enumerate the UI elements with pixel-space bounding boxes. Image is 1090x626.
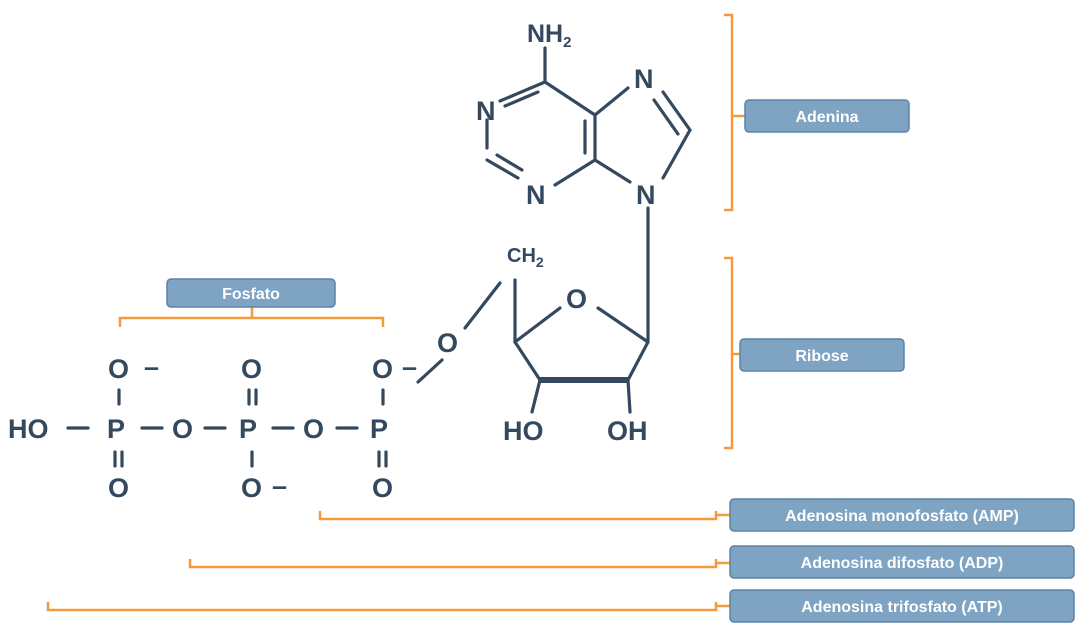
atom-p1: P [107, 414, 125, 444]
bracket-amp [318, 511, 718, 521]
atom-oh-ribose: OH [607, 416, 648, 446]
bond-c5-n7 [593, 86, 630, 117]
bond-c2-n3 [485, 158, 520, 180]
bracket-ribose [724, 256, 734, 450]
label-atp-text: Adenosina trifosfato (ATP) [801, 599, 1002, 616]
label-ribose-text: Ribose [795, 348, 848, 365]
atom-p3: P [370, 414, 388, 444]
bracket-atp [46, 602, 718, 612]
label-fosfato: Fosfato [166, 278, 336, 308]
label-amp-box [729, 498, 1075, 532]
label-adenina: Adenina [744, 99, 910, 133]
label-amp: Adenosina monofosfato (AMP) [729, 498, 1075, 532]
label-adenina-box [744, 99, 910, 133]
bond-c4prime-o [513, 306, 562, 344]
bond-n9-c4 [593, 158, 632, 184]
atom-o-link2: O [303, 414, 324, 444]
label-ribose-box [739, 338, 905, 372]
bond-c3prime-oh [530, 378, 542, 414]
label-ribose: Ribose [739, 338, 905, 372]
bond-c8-n9 [661, 128, 692, 180]
bracket-fosfato [118, 316, 385, 327]
label-adp: Adenosina difosfato (ADP) [729, 545, 1075, 579]
atom-o3-bottom: O [372, 473, 393, 503]
bond-c2-n3-double [495, 153, 524, 172]
label-atp: Adenosina trifosfato (ATP) [729, 589, 1075, 623]
brackets [46, 13, 745, 612]
bond-c2prime-oh [626, 378, 632, 414]
atom-o-link1: O [172, 414, 193, 444]
atom-n7: N [634, 64, 654, 94]
label-atp-box [729, 589, 1075, 623]
bracket-adp [188, 559, 718, 569]
atom-ch2: CH2 [507, 245, 544, 270]
bond-c5-c6 [543, 80, 597, 117]
adenine-group: NH2 N N N N [476, 20, 692, 342]
atom-o1-top: O [108, 354, 129, 384]
atom-o-ring: O [566, 284, 587, 314]
atom-ho-phosphate: HO [8, 414, 49, 444]
atom-n3: N [526, 180, 546, 210]
bond-n7-c8-double [652, 98, 680, 136]
atom-o2-bottom: O [241, 473, 262, 503]
atom-o2-top: O [241, 354, 262, 384]
bond-c6-n1-double [503, 90, 540, 108]
bond-o-c1prime [596, 306, 650, 344]
bond-c1prime-c2prime [626, 340, 650, 382]
bracket-adenina [724, 13, 734, 212]
bond-n3-c4 [553, 158, 597, 187]
ribose-group: CH2 O HO OH O [437, 245, 650, 446]
bond-o3top-obridge [416, 358, 444, 384]
atom-o1-bottom: O [108, 473, 129, 503]
bond-c3prime-c4prime [513, 340, 542, 382]
label-amp-text: Adenosina monofosfato (AMP) [785, 508, 1019, 525]
phosphate-group: O – O O – HO P O P O P O O – O [8, 352, 444, 503]
charge-o2-bottom: – [272, 471, 287, 501]
charge-o1-top: – [144, 352, 159, 382]
label-adp-text: Adenosina difosfato (ADP) [801, 555, 1004, 572]
atom-o3-top: O [372, 354, 393, 384]
atom-ho-ribose: HO [503, 416, 544, 446]
label-adp-box [729, 545, 1075, 579]
label-adenina-text: Adenina [795, 109, 858, 126]
bond-n7-c8 [661, 90, 692, 132]
bond-ch2-o-bridge [463, 281, 502, 330]
bond-o3top-dash: – [402, 352, 417, 382]
label-fosfato-box [166, 278, 336, 308]
atom-o-bridge: O [437, 328, 458, 358]
bond-c6-n1 [498, 80, 547, 103]
atom-n1: N [476, 96, 496, 126]
label-fosfato-text: Fosfato [222, 286, 280, 303]
atom-n9: N [636, 180, 656, 210]
atom-nh2: NH2 [527, 20, 571, 51]
atom-p2: P [239, 414, 257, 444]
